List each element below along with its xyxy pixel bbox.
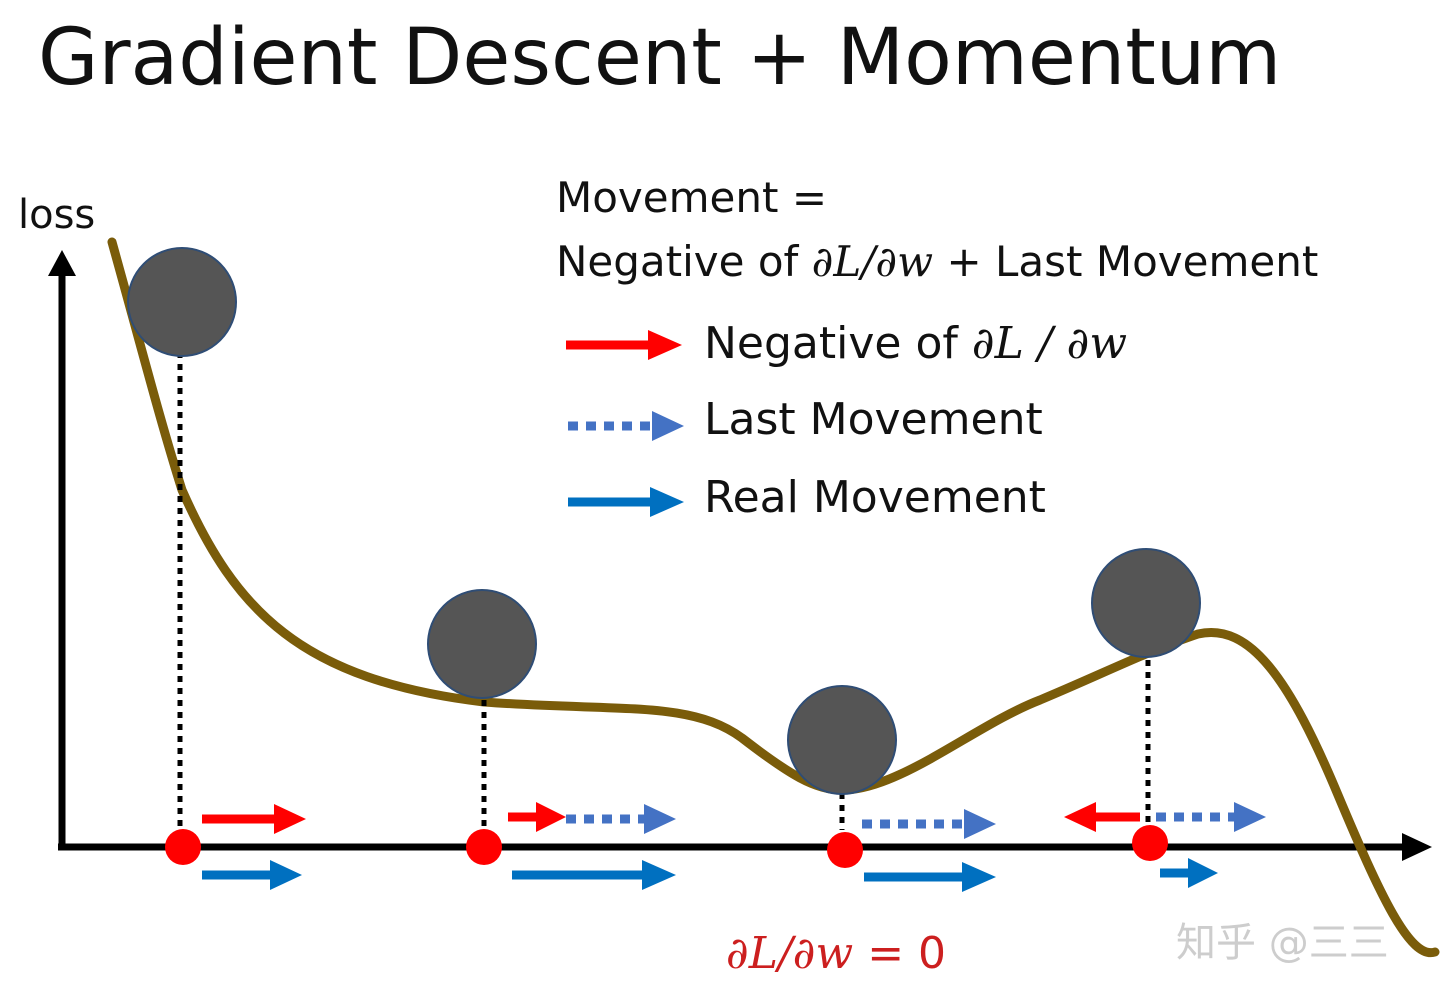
legend-label-real-movement: Real Movement [704, 472, 1046, 523]
step-3-arrows [862, 809, 996, 892]
ball-2 [427, 589, 537, 699]
watermark: 知乎 @三三 [1176, 920, 1389, 966]
step-4-arrows [1064, 802, 1266, 888]
last-movement-arrow-2 [566, 804, 676, 834]
real-movement-arrow-4 [1160, 858, 1218, 888]
ball-3 [787, 685, 897, 795]
negative-gradient-arrow-2 [508, 802, 566, 832]
step-2-arrows [508, 802, 676, 890]
legend-item-last-movement: Last Movement [568, 394, 1043, 445]
formula-line-2-prefix: Negative of [556, 237, 812, 286]
formula-line-1: Movement = [556, 173, 827, 222]
ball-1 [127, 247, 237, 357]
gradient-zero-suffix: = 0 [853, 928, 946, 979]
legend-label-negative-gradient: Negative of ∂L / ∂w [704, 318, 1127, 369]
axis-point-2 [466, 829, 502, 865]
legend: Negative of ∂L / ∂w Last Movement Real M… [566, 318, 1127, 523]
y-axis-label: loss [18, 192, 95, 238]
legend-item-real-movement: Real Movement [568, 472, 1046, 523]
real-movement-arrow-2 [512, 860, 676, 890]
legend-swatch-dotted-blue [568, 411, 684, 441]
formula-line-2-suffix: + Last Movement [933, 237, 1318, 286]
legend-swatch-solid-blue [568, 487, 684, 517]
x-axis-arrowhead [1402, 833, 1432, 861]
real-movement-arrow-1 [202, 860, 302, 890]
axis-point-3 [827, 832, 863, 868]
gradient-zero-math: ∂L/∂w [726, 928, 853, 979]
axis-point-4 [1132, 825, 1168, 861]
axis-point-1 [165, 829, 201, 865]
gradient-zero-annotation: ∂L/∂w = 0 [726, 928, 946, 979]
last-movement-arrow-3 [862, 809, 996, 839]
step-1-arrows [202, 804, 306, 890]
formula-line-2-math: ∂L/∂w [812, 237, 933, 286]
negative-gradient-arrow-4 [1064, 802, 1140, 832]
legend-item-negative-gradient: Negative of ∂L / ∂w [566, 318, 1127, 369]
legend-label-math-1: ∂L / ∂w [972, 318, 1127, 369]
legend-swatch-solid-red [566, 330, 682, 360]
slide-title: Gradient Descent + Momentum [38, 13, 1281, 103]
formula-line-2: Negative of ∂L/∂w + Last Movement [556, 237, 1318, 286]
last-movement-arrow-4 [1156, 802, 1266, 832]
legend-label-text-1: Negative of [704, 318, 972, 369]
y-axis-arrowhead [48, 250, 76, 276]
legend-label-last-movement: Last Movement [704, 394, 1043, 445]
ball-4 [1091, 548, 1201, 658]
real-movement-arrow-3 [864, 862, 996, 892]
negative-gradient-arrow-1 [202, 804, 306, 834]
